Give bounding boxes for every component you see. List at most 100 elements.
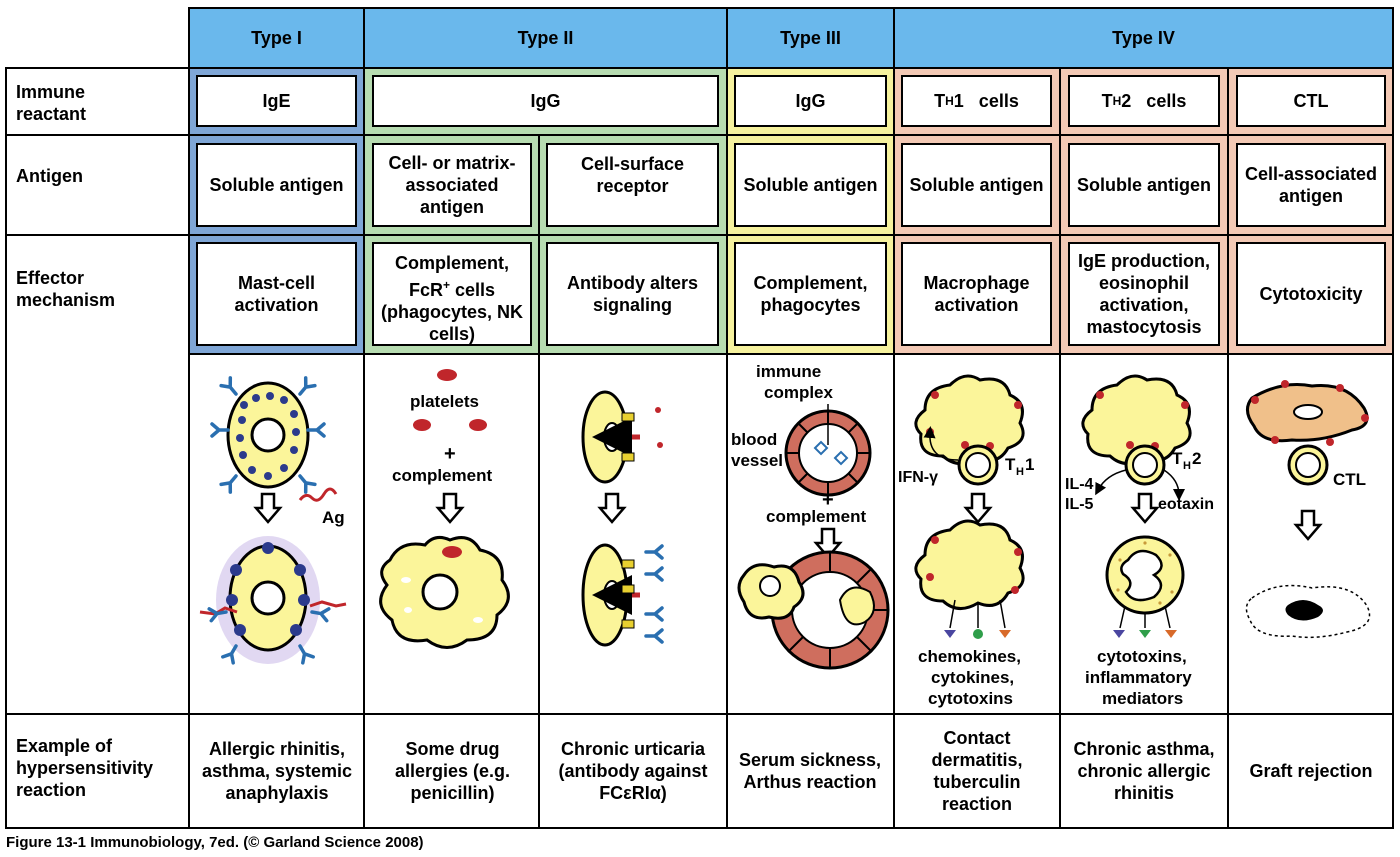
antigen-ctl: Cell-associated antigen (1236, 143, 1386, 227)
example-ctl: Graft rejection (1249, 761, 1373, 781)
effector-type2-complement: Complement, FcR+ cells (phagocytes, NK c… (372, 242, 532, 346)
col-divider-5 (1059, 67, 1061, 829)
label-inflammatory: inflammatory (1085, 668, 1192, 687)
label-blood: blood (731, 430, 777, 449)
mast-cell-activated (199, 536, 347, 665)
antigen-type2-receptor: Cell-surface receptor (546, 143, 719, 227)
antigen-type3: Soluble antigen (734, 143, 887, 227)
col-divider-0 (188, 67, 190, 829)
row-divider-4 (5, 713, 1394, 715)
effector-th1: Macrophage activation (901, 242, 1052, 346)
reactant-igg-type2: IgG (372, 75, 719, 127)
th2-letter: T (1101, 91, 1113, 111)
effector-type3: Complement, phagocytes (734, 242, 887, 346)
platelet-icon (413, 369, 487, 431)
th2-target-cell (1081, 374, 1192, 465)
figure-caption: Figure 13-1 Immunobiology, 7ed. (© Garla… (6, 834, 424, 851)
label-il4: IL-4 (1065, 476, 1094, 493)
receptor-cell-bottom (581, 543, 664, 647)
example-type2-drug: Some drug allergies (e.g. penicillin) (394, 739, 511, 803)
th1-rest: 1 cells (953, 91, 1019, 111)
label-th1-t: T (1005, 455, 1016, 474)
header-type-2: Type II (363, 7, 728, 69)
col-divider-6 (1227, 67, 1229, 829)
label-effector: Effector mechanism (16, 268, 116, 310)
label-th2-h: H (1183, 460, 1191, 472)
label-antigen: Antigen (16, 166, 83, 186)
label-eotaxin: eotaxin (1158, 496, 1214, 513)
antigen-type1: Soluble antigen (196, 143, 357, 227)
label-immune-reactant: Immune reactant (16, 82, 87, 124)
th1-subscript: H (945, 94, 954, 108)
receptor-cell-top (581, 390, 663, 484)
illustrations-panel: Ag platelets + complement (199, 362, 1371, 708)
antigen-ag-icon (298, 487, 338, 502)
type1-arrow (254, 492, 282, 524)
label-th1-h: H (1016, 466, 1024, 478)
antigen-th2: Soluble antigen (1068, 143, 1220, 227)
col-divider-1 (363, 67, 365, 829)
effector-type2-signaling: Antibody alters signaling (546, 242, 719, 346)
target-cell (1246, 380, 1369, 446)
mast-cell-resting (210, 376, 326, 494)
col-divider-2 (538, 136, 540, 829)
reactant-ctl: CTL (1236, 75, 1386, 127)
effector-fcr-rest: cells (phagocytes, NK cells) (380, 280, 524, 344)
type2a-arrow (436, 492, 464, 524)
effector-fcr-text: Complement, FcR (394, 253, 509, 300)
label-cytotoxins-th1: cytotoxins (928, 689, 1013, 708)
type2b-arrow (598, 492, 626, 524)
label-il5: IL-5 (1065, 496, 1094, 513)
header-type-4: Type IV (893, 7, 1394, 69)
label-plus-type3: + (822, 489, 834, 511)
antigen-th1: Soluble antigen (901, 143, 1052, 227)
antigen-type2-matrix: Cell- or matrix-associated antigen (372, 143, 532, 227)
damaged-vessel (737, 550, 890, 670)
label-mediators: mediators (1102, 689, 1183, 708)
label-ctl-cell: CTL (1333, 470, 1366, 489)
label-ifn: IFN-γ (898, 469, 938, 486)
label-chemokines: chemokines, (918, 647, 1021, 666)
header-type-3: Type III (726, 7, 895, 69)
effector-th2: IgE production, eosinophil activation, m… (1068, 242, 1220, 346)
eosinophil-cell (1105, 535, 1185, 638)
phagocyte-cell (379, 535, 510, 649)
row-divider-1 (5, 134, 1394, 136)
example-type2-urticaria: Chronic urticaria (antibody against FCεR… (558, 739, 708, 803)
effector-ctl: Cytotoxicity (1236, 242, 1386, 346)
outer-frame (5, 67, 1394, 829)
label-immune: immune (756, 362, 821, 381)
label-th1-n: 1 (1025, 455, 1034, 474)
label-platelets: platelets (410, 392, 479, 411)
row-divider-2 (5, 234, 1394, 236)
label-complement-type3: complement (766, 507, 866, 526)
effector-type1: Mast-cell activation (196, 242, 357, 346)
example-type1: Allergic rhinitis, asthma, systemic anap… (201, 739, 353, 803)
th1-letter: T (934, 91, 946, 111)
label-example: Example of hypersensitivity reaction (16, 736, 154, 800)
example-th2: Chronic asthma, chronic allergic rhiniti… (1073, 739, 1215, 803)
type4a-arrow (964, 492, 992, 524)
reactant-ige: IgE (196, 75, 357, 127)
ctl-cell (1287, 444, 1329, 486)
label-th2-n: 2 (1192, 449, 1201, 468)
th2-subscript: H (1112, 94, 1122, 108)
label-complex: complex (764, 383, 834, 402)
macrophage-top (914, 374, 1025, 465)
col-divider-3 (726, 67, 728, 829)
dead-cell (1245, 584, 1371, 639)
th2-cell (1124, 444, 1166, 486)
label-plus-type2: + (444, 443, 456, 465)
col-divider-4 (893, 67, 895, 829)
header-type-1: Type I (188, 7, 365, 69)
macrophage-activated (914, 519, 1025, 639)
blood-vessel (784, 404, 872, 497)
label-th2-t: T (1172, 449, 1183, 468)
type4c-arrow (1294, 509, 1322, 541)
label-vessel: vessel (731, 451, 783, 470)
th2-rest: 2 cells (1121, 91, 1187, 111)
th1-cell (957, 444, 999, 486)
ifn-arrow (923, 426, 959, 461)
